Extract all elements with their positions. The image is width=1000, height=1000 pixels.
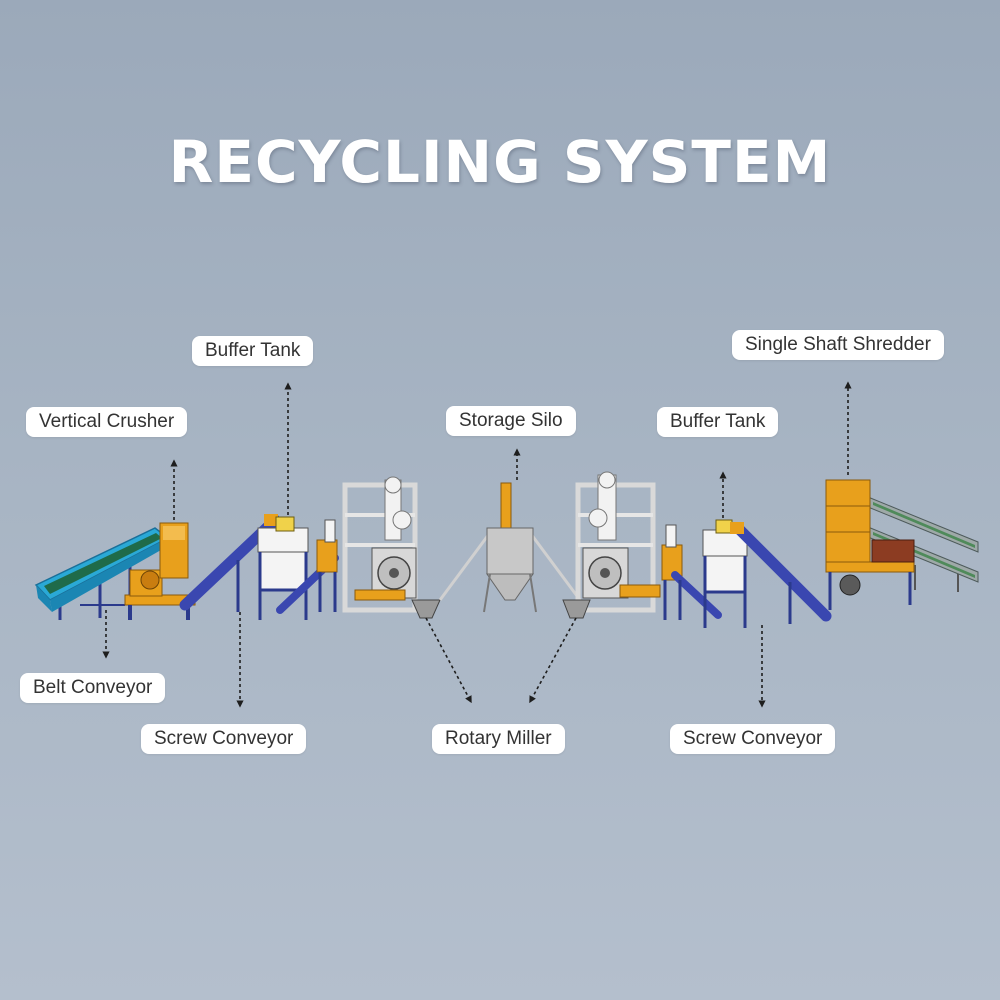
label-belt-conveyor: Belt Conveyor: [20, 673, 166, 703]
label-buffer-tank-right: Buffer Tank: [657, 407, 779, 437]
buffer-tank-left-machine: [257, 516, 309, 620]
vertical-crusher-machine: [124, 522, 196, 620]
label-vertical-crusher: Vertical Crusher: [26, 407, 188, 437]
buffer-tank-right-machine: [702, 519, 748, 628]
screw-conveyor-right-machine: [730, 522, 832, 624]
feeder-left-machine: [276, 519, 339, 614]
label-buffer-tank-left: Buffer Tank: [192, 336, 314, 366]
pointer-rotary-miller-right: [529, 617, 577, 704]
rotary-miller-left-machine: [342, 476, 441, 619]
label-single-shaft-shredder: Single Shaft Shredder: [732, 330, 944, 360]
rotary-miller-right-machine: [562, 471, 661, 619]
single-shaft-shredder-machine: [825, 479, 979, 610]
pointer-lines: [102, 381, 852, 708]
storage-silo-machine: [438, 482, 582, 613]
feeder-right-machine: [661, 524, 722, 620]
label-screw-conveyor-left: Screw Conveyor: [141, 724, 307, 754]
label-rotary-miller: Rotary Miller: [432, 724, 565, 754]
label-screw-conveyor-right: Screw Conveyor: [670, 724, 836, 754]
page-title: RECYCLING SYSTEM: [168, 128, 832, 196]
pointer-rotary-miller-left: [425, 617, 472, 704]
label-storage-silo: Storage Silo: [446, 406, 576, 436]
